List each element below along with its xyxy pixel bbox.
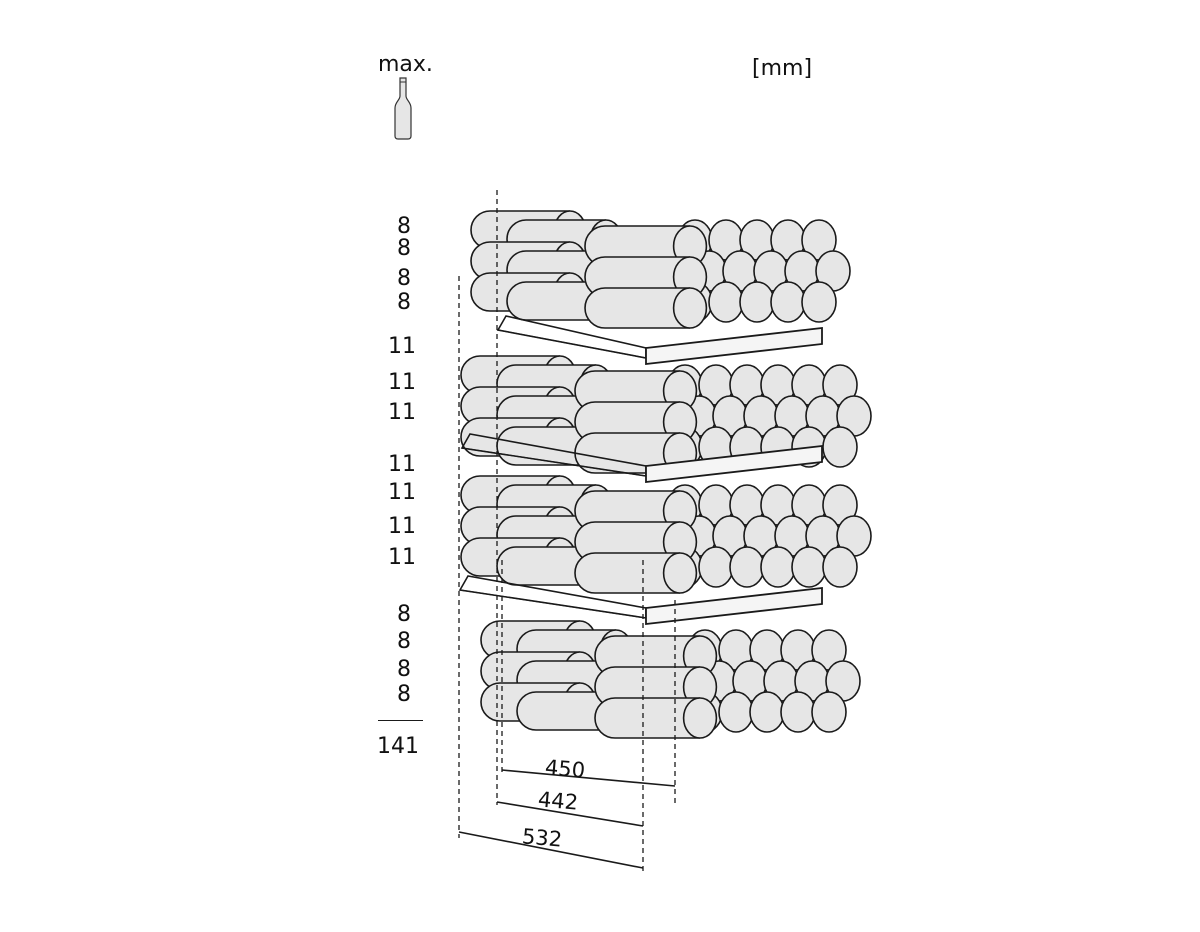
shelf [458, 575, 823, 626]
row-count-14: 8 [397, 657, 411, 682]
dimension-line [496, 801, 644, 827]
bottle-base [760, 546, 796, 588]
row-count-13: 8 [397, 629, 411, 654]
bottle-base [729, 546, 765, 588]
shelf [460, 433, 823, 484]
bottle-side [594, 635, 718, 677]
row-count-2: 8 [397, 236, 411, 261]
bottle-side [574, 490, 698, 532]
bottle-base [822, 546, 858, 588]
bottle-base [822, 426, 858, 468]
row-count-4: 8 [397, 290, 411, 315]
dimension-450: 450 [544, 755, 587, 783]
dimension-line [458, 831, 644, 869]
bottle-base [811, 691, 847, 733]
dimension-lines [458, 190, 676, 872]
bottle-base [780, 691, 816, 733]
bottle-side [594, 697, 718, 739]
bottle-base [739, 281, 775, 323]
bottle-base [698, 546, 734, 588]
row-count-6: 11 [388, 370, 416, 395]
total-count: 141 [377, 734, 419, 759]
row-count-5: 11 [388, 334, 416, 359]
bottle-base [791, 546, 827, 588]
row-count-3: 8 [397, 266, 411, 291]
row-count-15: 8 [397, 682, 411, 707]
dimension-442: 442 [537, 787, 580, 815]
unit-label: [mm] [752, 56, 813, 81]
shelf [496, 315, 823, 366]
row-count-1: 8 [397, 214, 411, 239]
row-count-10: 11 [388, 514, 416, 539]
bottle-stack [460, 210, 872, 739]
dimension-532: 532 [521, 824, 564, 852]
dimension-line [501, 769, 676, 787]
sum-divider [378, 720, 423, 721]
row-count-11: 11 [388, 545, 416, 570]
bottle-side [574, 370, 698, 412]
max-label: max. [378, 52, 433, 77]
bottle-base [708, 281, 744, 323]
bottle-base [718, 691, 754, 733]
row-count-7: 11 [388, 400, 416, 425]
row-count-12: 8 [397, 602, 411, 627]
shelf-group [458, 315, 823, 626]
bottle-side [584, 225, 708, 267]
bottle-side [574, 552, 698, 594]
bottle-side [584, 287, 708, 329]
bottle-base [770, 281, 806, 323]
bottle-base [801, 281, 837, 323]
wine-bottle-icon [394, 77, 412, 140]
row-count-9: 11 [388, 480, 416, 505]
row-count-8: 11 [388, 452, 416, 477]
bottle-side [574, 521, 698, 563]
bottle-base [749, 691, 785, 733]
